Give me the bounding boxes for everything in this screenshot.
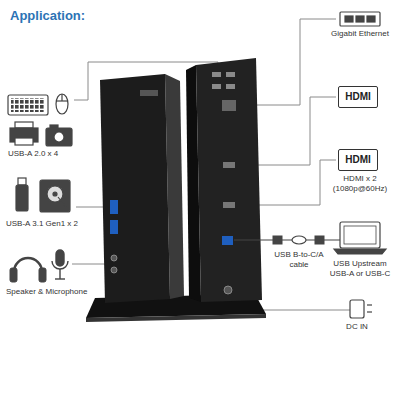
hdmi-display-box: HDMI [338, 86, 378, 108]
mouse-icon [61, 94, 62, 101]
dock-front [110, 200, 118, 214]
dock-rear [222, 100, 236, 111]
port-label: Speaker & Microphone [6, 287, 87, 297]
camera-icon [54, 132, 64, 142]
printer-icon [10, 122, 38, 145]
dock-front [100, 74, 170, 303]
port-label: USB-A 2.0 x 4 [8, 149, 58, 159]
dock-rear [212, 84, 221, 89]
keyboard-icon [8, 95, 48, 115]
printer-icon [15, 122, 33, 128]
laptop-icon [340, 222, 380, 248]
dock-rear [186, 58, 262, 302]
laptop-icon [334, 222, 386, 254]
usb-cable-icon [315, 236, 324, 244]
ethernet-switch-icon [340, 12, 380, 26]
power-adapter-icon [367, 311, 372, 312]
printer-icon [15, 138, 33, 145]
camera-icon [46, 128, 72, 146]
hard-drive-icon [58, 197, 66, 207]
usb-cable-icon [292, 236, 306, 244]
hard-drive-icon [40, 180, 70, 212]
microphone-icon [52, 261, 68, 269]
power-adapter-icon [367, 304, 372, 305]
port-label: Gigabit Ethernet [331, 29, 389, 39]
usb-cable-icon [234, 236, 340, 244]
dock-front [140, 90, 158, 96]
hard-drive-icon [53, 192, 57, 196]
usb-stick-icon [18, 178, 26, 185]
dock-front [111, 255, 117, 261]
laptop-icon [334, 249, 386, 254]
mouse-icon [56, 94, 68, 114]
keyboard-icon [8, 95, 48, 115]
hard-drive-icon [40, 180, 70, 212]
dock-rear [222, 236, 233, 245]
keyboard-icon [11, 98, 45, 112]
mouse-icon [56, 94, 68, 114]
headphones-icon [10, 268, 17, 282]
dock-rear [226, 72, 235, 77]
ethernet-switch-icon [340, 12, 380, 26]
dock-front [111, 267, 117, 273]
headphones-icon [10, 258, 46, 282]
microphone-icon [59, 269, 60, 279]
port-label: USB-A 3.1 Gen1 x 2 [6, 219, 78, 229]
power-adapter-icon [350, 300, 372, 318]
usb-stick-icon [16, 185, 28, 211]
dock-stand [86, 314, 266, 322]
dock-rear [226, 84, 235, 89]
dock-rear [223, 162, 235, 168]
ethernet-switch-icon [356, 16, 364, 22]
ethernet-switch-icon [345, 16, 353, 22]
dock-rear [224, 286, 232, 294]
headphones-icon [39, 268, 46, 282]
dock-rear [212, 72, 221, 77]
port-label: HDMI x 2 (1080p@60Hz) [327, 174, 393, 194]
node-text: HDMI [345, 154, 371, 166]
port-label: USB Upstream USB-A or USB-C [325, 259, 395, 279]
hdmi-display-box: HDMI [338, 149, 378, 171]
microphone-icon [56, 250, 64, 266]
node-text: HDMI [345, 91, 371, 103]
title: Application: [10, 8, 85, 23]
dock-front [100, 74, 184, 303]
port-label: USB B-to-C/A cable [268, 250, 330, 270]
headphones-icon [14, 258, 42, 272]
ethernet-switch-icon [367, 16, 375, 22]
dock-rear [223, 202, 235, 208]
usb-stick-icon [16, 178, 28, 211]
power-adapter-icon [350, 300, 364, 318]
dock-rear [196, 58, 262, 302]
port-label: DC IN [346, 322, 368, 332]
microphone-icon [52, 250, 68, 279]
usb-cable-icon [273, 236, 282, 244]
leader-line [72, 19, 350, 310]
dock-front [110, 220, 118, 234]
camera-icon [46, 125, 72, 146]
microphone-icon [55, 278, 65, 279]
laptop-icon [344, 226, 376, 244]
